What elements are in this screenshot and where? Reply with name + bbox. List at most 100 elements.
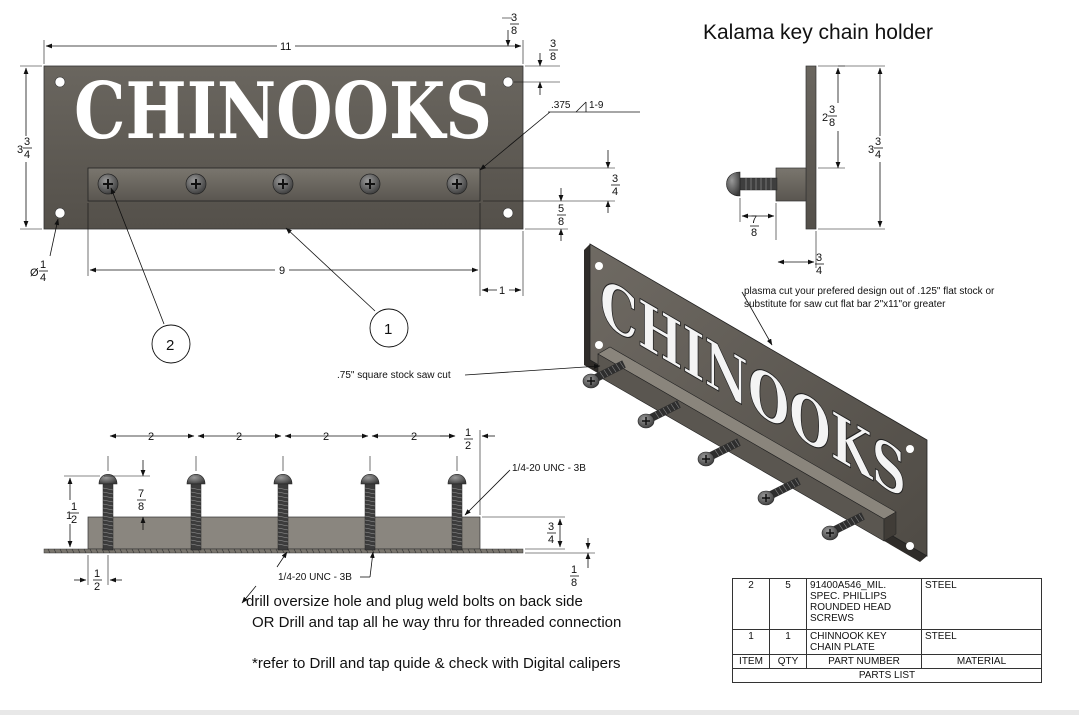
dim-bar-length: 9 bbox=[279, 265, 285, 277]
iso-screw-icon bbox=[757, 477, 801, 506]
iso-screw-icon bbox=[637, 400, 681, 429]
dim-half-den: 2 bbox=[465, 440, 471, 452]
balloon-2-label: 2 bbox=[166, 337, 174, 354]
bottom-view: 2 2 2 2 1 2 7 8 1 1 2 3 4 1 8 bbox=[43, 427, 595, 593]
side-dim-h-den: 4 bbox=[875, 149, 881, 161]
front-screws bbox=[97, 173, 468, 195]
parts-part-number: 91400A546_MIL. SPEC. PHILLIPS ROUNDED HE… bbox=[806, 578, 922, 630]
front-plate bbox=[43, 65, 524, 230]
side-plate bbox=[805, 65, 817, 230]
instruction-2: OR Drill and tap all he way thru for thr… bbox=[252, 614, 621, 631]
dim-half-num: 1 bbox=[465, 427, 471, 439]
dim-height-num: 3 bbox=[24, 136, 30, 148]
drawing-title: Kalama key chain holder bbox=[703, 21, 933, 44]
parts-footer-row: PARTS LIST bbox=[732, 668, 1042, 683]
bottom-screws bbox=[98, 456, 467, 551]
balloon-1-label: 1 bbox=[384, 321, 392, 338]
screw-profile-icon bbox=[360, 456, 380, 551]
parts-header-row: ITEM QTY PART NUMBER MATERIAL bbox=[732, 654, 1042, 669]
dim-height-whole: 3 bbox=[17, 144, 23, 156]
phillips-screw-icon bbox=[185, 173, 207, 195]
spacing-2: 2 bbox=[236, 431, 242, 443]
iso-screw-icon bbox=[697, 438, 741, 467]
part-line: ROUNDED HEAD bbox=[810, 602, 892, 613]
dim-right-den: 4 bbox=[548, 534, 554, 546]
side-dim-2-whole: 2 bbox=[822, 112, 828, 124]
weld-label-2: 1-9 bbox=[589, 100, 604, 111]
part-line: SCREWS bbox=[810, 613, 854, 624]
screw-profile-icon bbox=[98, 456, 118, 551]
instructions: drill oversize hole and plug weld bolts … bbox=[241, 585, 621, 672]
iso-hole-1 bbox=[595, 262, 603, 270]
front-view: CHINOOKS 11 3 8 3 8 3 3 4 bbox=[15, 12, 640, 364]
parts-row: 2 5 91400A546_MIL. SPEC. PHILLIPS ROUNDE… bbox=[732, 578, 1042, 630]
screw-profile-icon bbox=[273, 456, 293, 551]
part-line: SPEC. PHILLIPS bbox=[810, 591, 887, 602]
dim-bar-offset-den: 8 bbox=[558, 216, 564, 228]
parts-qty: 1 bbox=[769, 629, 807, 655]
dim-width: 11 bbox=[280, 41, 291, 53]
dim-bar-height-num: 3 bbox=[612, 173, 618, 185]
dim-bar-end: 1 bbox=[499, 285, 505, 297]
balloon-2 bbox=[151, 324, 191, 364]
iso-screws bbox=[582, 360, 865, 541]
weld-label: .375 bbox=[551, 100, 571, 111]
parts-list-table: 2 5 91400A546_MIL. SPEC. PHILLIPS ROUNDE… bbox=[732, 578, 1042, 683]
phillips-screw-icon bbox=[446, 173, 468, 195]
part-line: CHINNOOK KEY bbox=[810, 631, 887, 642]
side-dim-h-num: 3 bbox=[875, 136, 881, 148]
iso-plate bbox=[589, 243, 928, 557]
part-line: 91400A546_MIL. bbox=[810, 580, 887, 591]
dim-bar-offset-num: 5 bbox=[558, 203, 564, 215]
side-dim-2-num: 3 bbox=[829, 104, 835, 116]
instruction-1: drill oversize hole and plug weld bolts … bbox=[246, 593, 583, 610]
dim-hole-offset-den: 8 bbox=[550, 51, 556, 63]
dim-18-den: 8 bbox=[571, 577, 577, 589]
spacing-3: 2 bbox=[323, 431, 329, 443]
side-dim-7-den: 8 bbox=[751, 227, 757, 239]
plasma-note-1: plasma cut your prefered design out of .… bbox=[744, 286, 995, 297]
part-line: CHAIN PLATE bbox=[810, 642, 875, 653]
dim-left-num: 1 bbox=[71, 501, 77, 513]
phillips-screw-icon bbox=[359, 173, 381, 195]
side-bar bbox=[775, 167, 807, 202]
dim-bottom-den: 2 bbox=[94, 581, 100, 593]
dim-bar-height-den: 4 bbox=[612, 186, 618, 198]
header-qty: QTY bbox=[769, 654, 807, 669]
dim-18-num: 1 bbox=[571, 564, 577, 576]
screw-profile-icon bbox=[447, 456, 467, 551]
dim-bottom-num: 1 bbox=[94, 568, 100, 580]
dim-top-hole-den: 8 bbox=[511, 25, 517, 37]
side-screw-shank bbox=[739, 177, 778, 191]
dim-top-hole-num: 3 bbox=[511, 12, 517, 24]
bottom-plate-hatch bbox=[47, 548, 519, 554]
balloon-1 bbox=[369, 308, 409, 348]
dim-dia-prefix: Ø bbox=[30, 267, 39, 279]
iso-hole-3 bbox=[595, 341, 603, 349]
side-dim-2-den: 8 bbox=[829, 117, 835, 129]
dim-78-num: 7 bbox=[138, 488, 144, 500]
parts-item: 2 bbox=[732, 578, 770, 630]
spacing-4: 2 bbox=[411, 431, 417, 443]
plasma-note-2: substitute for saw cut flat bar 2"x11"or… bbox=[744, 299, 946, 310]
side-screw-head bbox=[726, 171, 741, 197]
dim-left-den: 2 bbox=[71, 514, 77, 526]
parts-row: 1 1 CHINNOOK KEY CHAIN PLATE STEEL bbox=[732, 629, 1042, 655]
parts-item: 1 bbox=[732, 629, 770, 655]
square-stock-note: .75" square stock saw cut bbox=[337, 370, 451, 381]
screw-profile-icon bbox=[186, 456, 206, 551]
isometric-view: CHINOOKS plasma cut your prefered design… bbox=[337, 243, 995, 562]
iso-bar-end bbox=[883, 511, 897, 542]
header-part-number: PART NUMBER bbox=[806, 654, 922, 669]
parts-material: STEEL bbox=[921, 578, 1042, 630]
side-dim-3-den: 4 bbox=[816, 265, 822, 277]
mount-hole-bottom-right bbox=[502, 207, 514, 219]
dim-right-num: 3 bbox=[548, 521, 554, 533]
dim-78-den: 8 bbox=[138, 501, 144, 513]
dim-hole-offset-num: 3 bbox=[550, 38, 556, 50]
parts-qty: 5 bbox=[769, 578, 807, 630]
instruction-3: *refer to Drill and tap quide & check wi… bbox=[252, 655, 621, 672]
thread-label-bottom: 1/4-20 UNC - 3B bbox=[278, 572, 352, 583]
mount-hole-bottom-left bbox=[54, 207, 66, 219]
